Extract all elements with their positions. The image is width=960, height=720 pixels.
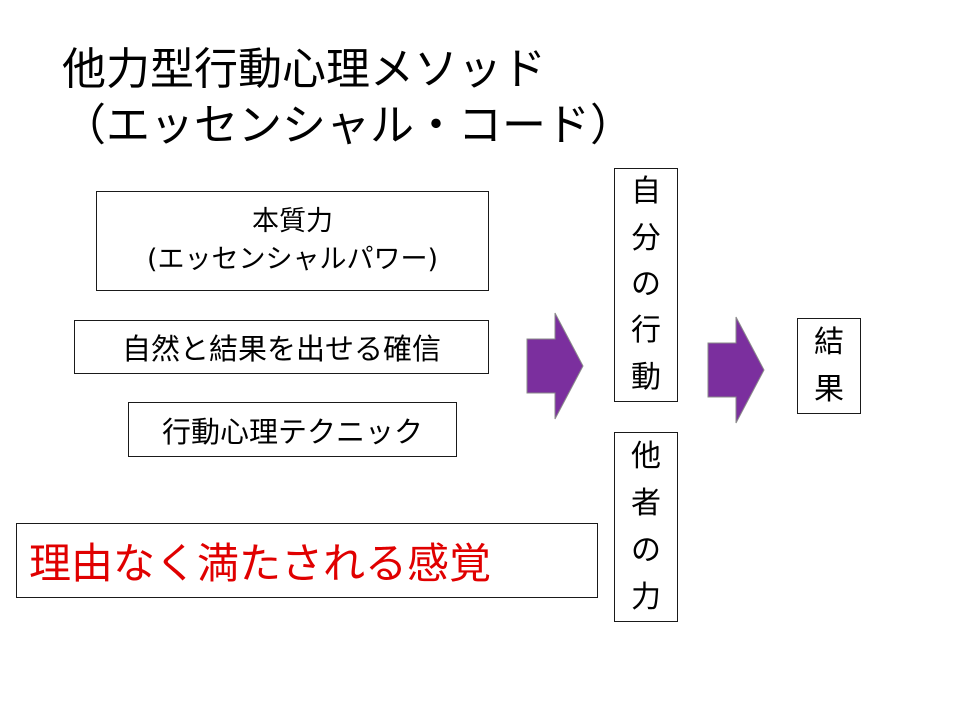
result-char: 結 [814, 324, 844, 360]
title-line-1: 他力型行動心理メソッド [62, 44, 546, 95]
right-arrow-icon [526, 312, 584, 420]
right-arrow-icon [707, 316, 765, 424]
others-power-char: 者 [631, 485, 661, 521]
confidence-box: 自然と結果を出せる確信 [74, 320, 489, 374]
essence-power-label: 本質力 [252, 206, 333, 237]
self-action-box: 自 分 の 行 動 [614, 168, 678, 402]
self-action-char: 分 [631, 220, 661, 256]
others-power-char: 力 [631, 579, 661, 615]
others-power-char: の [631, 532, 661, 568]
feeling-label: 理由なく満たされる感覚 [29, 539, 492, 588]
essence-power-box: 本質力 (エッセンシャルパワー) [96, 191, 489, 291]
technique-label: 行動心理テクニック [161, 414, 423, 449]
essence-power-sublabel: (エッセンシャルパワー) [146, 244, 439, 275]
slide-title: 他力型行動心理メソッド （エッセンシャル・コード） [62, 42, 634, 154]
technique-box: 行動心理テクニック [128, 402, 457, 457]
result-char: 果 [814, 371, 844, 407]
title-line-2: （エッセンシャル・コード） [62, 100, 634, 151]
confidence-label: 自然と結果を出せる確信 [121, 332, 441, 366]
result-box: 結 果 [797, 318, 861, 414]
feeling-box: 理由なく満たされる感覚 [16, 523, 598, 598]
self-action-char: 行 [631, 313, 661, 349]
others-power-box: 他 者 の 力 [614, 432, 678, 622]
self-action-char: 動 [631, 359, 661, 395]
others-power-char: 他 [631, 438, 661, 474]
self-action-char: 自 [631, 174, 661, 210]
self-action-char: の [631, 266, 661, 302]
